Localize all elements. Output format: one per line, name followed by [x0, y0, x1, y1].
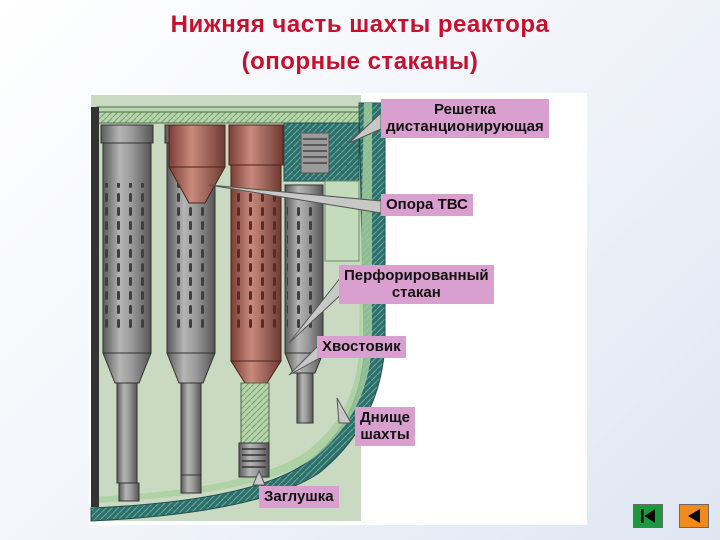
perforated-cup-4	[284, 184, 324, 424]
pointer-plug	[252, 469, 266, 486]
bottom-plug-1	[118, 482, 140, 502]
label-bottom-line-2: шахты	[360, 426, 410, 443]
label-plug-text: Заглушка	[264, 488, 334, 505]
label-cup-line-2: стакан	[391, 284, 441, 301]
pointer-shaft-bottom	[336, 397, 352, 424]
grid-support-column	[324, 180, 360, 262]
perforated-cup-red	[228, 124, 284, 384]
plug-part	[238, 442, 270, 478]
left-wall	[91, 107, 99, 507]
distancing-grid-plate	[96, 110, 360, 124]
label-perforated-cup: Перфорированный стакан	[339, 265, 494, 304]
title-line-2: (опорные стаканы)	[241, 48, 479, 75]
previous-slide-button[interactable]	[679, 504, 709, 528]
label-plug: Заглушка	[259, 486, 339, 508]
bottom-plug-2	[180, 474, 202, 494]
shank-hatched	[240, 382, 270, 444]
first-slide-icon	[641, 509, 655, 523]
label-grid-line-2: дистанционирующая	[386, 118, 544, 135]
slide-title: Нижняя часть шахты реактора (опорные ста…	[0, 6, 720, 80]
previous-slide-icon	[688, 509, 700, 523]
label-shank: Хвостовик	[317, 336, 406, 358]
reactor-shaft-diagram: Решетка дистанционирующая Опора ТВС Перф…	[89, 93, 587, 525]
diagram-drawing	[90, 95, 386, 522]
label-shaft-bottom: Днище шахты	[355, 407, 415, 446]
first-slide-button[interactable]	[633, 504, 663, 528]
perforated-cup-1	[100, 124, 154, 484]
label-cup-line-1: Перфорированный	[344, 267, 489, 284]
label-tvs-support: Опора ТВС	[381, 194, 473, 216]
label-shank-text: Хвостовик	[322, 338, 401, 355]
label-grid-line-1: Решетка	[433, 101, 496, 118]
title-line-1: Нижняя часть шахты реактора	[170, 11, 550, 38]
label-bottom-line-1: Днище	[360, 409, 410, 426]
label-tvs-support-text: Опора ТВС	[386, 196, 468, 213]
label-distancing-grid: Решетка дистанционирующая	[381, 99, 549, 138]
distancing-grid-top	[96, 106, 360, 113]
tvs-support-funnel	[168, 124, 226, 204]
